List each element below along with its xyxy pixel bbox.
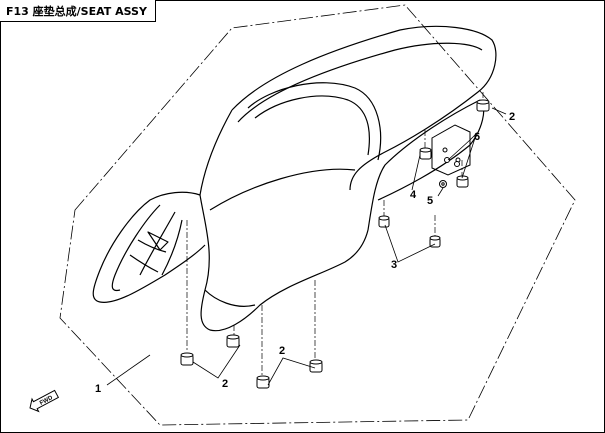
seat-body [199,25,497,332]
cushion-piece-right-top [476,99,490,112]
assembly-center-lines [186,92,484,376]
assembly-boundary [59,4,576,426]
bolt-piece-b [454,161,460,167]
callout-cushion-front-mid: 2 [279,345,285,357]
hardware-pieces [180,99,490,389]
bolt-piece-a [444,157,450,163]
cushion-piece-front-b [309,359,323,373]
leader-lines [106,107,507,386]
grommet-piece-a [378,215,390,228]
callout-cushion-left-rear: 2 [222,378,228,390]
callout-labels: 1 2 2 2 3 4 5 6 [95,111,515,395]
callout-nut: 5 [427,195,433,207]
cushion-piece-left-b [226,334,240,348]
callout-cushion-right: 2 [509,111,515,123]
cushion-piece-front-a [256,375,270,389]
cushion-piece-bracket-a [419,147,432,160]
callout-seat-assy: 1 [95,383,101,395]
callout-bracket: 4 [410,189,417,201]
cushion-piece-left-a [180,352,194,366]
nut-piece [439,180,447,188]
callout-grommet: 3 [391,259,397,271]
page-title: F13 座垫总成/SEAT ASSY [6,4,147,18]
callout-bolt: 6 [474,131,480,143]
fwd-direction-badge: FWD [29,389,60,413]
title-block: F13 座垫总成/SEAT ASSY [0,0,156,22]
seat-tail [92,191,206,303]
